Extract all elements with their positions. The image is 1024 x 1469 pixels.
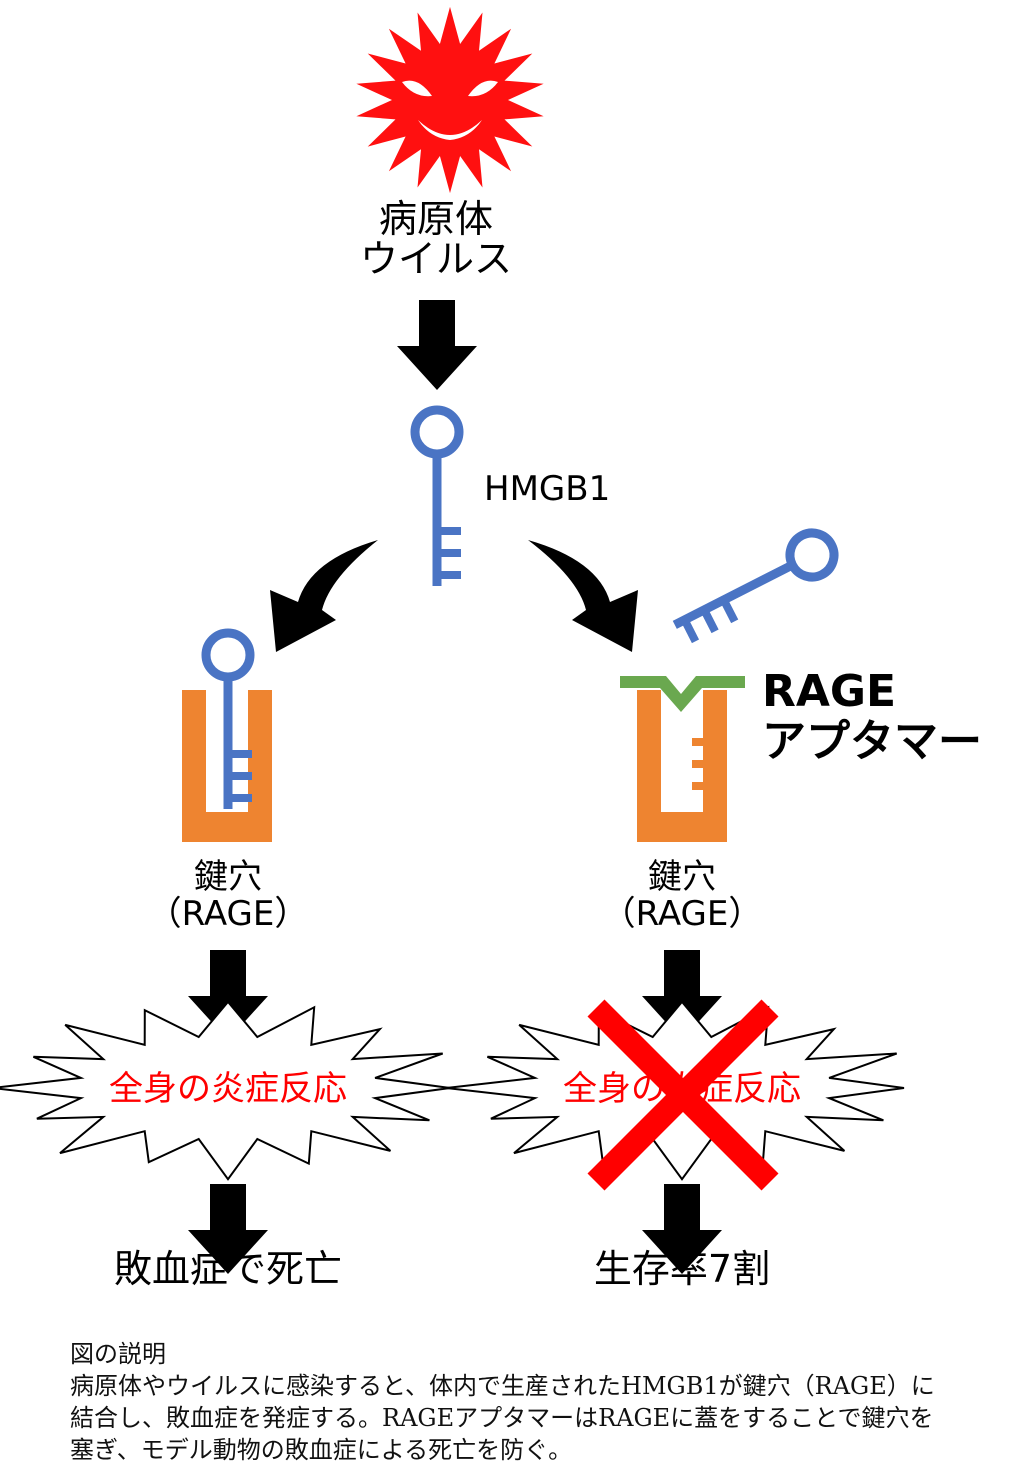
pathogen-label-line2: ウイルス — [360, 237, 512, 281]
cross-icon — [587, 999, 779, 1191]
figure-caption: 図の説明 病原体やウイルスに感染すると、体内で生産されたHMGB1が鍵穴（RAG… — [70, 1338, 1010, 1466]
caption-title: 図の説明 — [70, 1340, 166, 1368]
left-lock-label-line1: 鍵穴 — [194, 857, 262, 897]
curved-arrow-left — [270, 540, 378, 652]
pathogen-label-line1: 病原体 — [379, 197, 493, 241]
caption-line: 塞ぎ、モデル動物の敗血症による死亡を防ぐ。 — [70, 1436, 573, 1464]
right-outcome-label: 生存率7割 — [594, 1247, 770, 1291]
right-lock-label-line1: 鍵穴 — [648, 857, 716, 897]
aptamer-lid-icon — [620, 676, 745, 712]
key-icon — [415, 410, 461, 586]
keyhole-icon — [182, 690, 272, 842]
aptamer-label-line1: RAGE — [762, 666, 896, 717]
caption-line: 結合し、敗血症を発症する。RAGEアプタマーはRAGEに蓋をすることで鍵穴を — [70, 1404, 934, 1432]
right-lock-label-line2: （RAGE） — [602, 894, 763, 934]
virus-icon — [356, 6, 544, 194]
arrow-icon — [397, 300, 477, 390]
caption-line: 病原体やウイルスに感染すると、体内で生産されたHMGB1が鍵穴（RAGE）に — [70, 1372, 935, 1400]
aptamer-label-line2: アプタマー — [762, 716, 982, 767]
key-icon — [206, 633, 252, 809]
left-lock-label-line2: （RAGE） — [148, 894, 309, 934]
key-icon — [665, 525, 843, 646]
keyhole-icon — [637, 690, 727, 842]
hmgb1-label: HMGB1 — [484, 469, 610, 509]
left-inflammation-label: 全身の炎症反応 — [109, 1069, 347, 1109]
burst-icon — [0, 1000, 451, 1181]
curved-arrow-right — [528, 540, 638, 652]
left-outcome-label: 敗血症で死亡 — [114, 1247, 342, 1291]
